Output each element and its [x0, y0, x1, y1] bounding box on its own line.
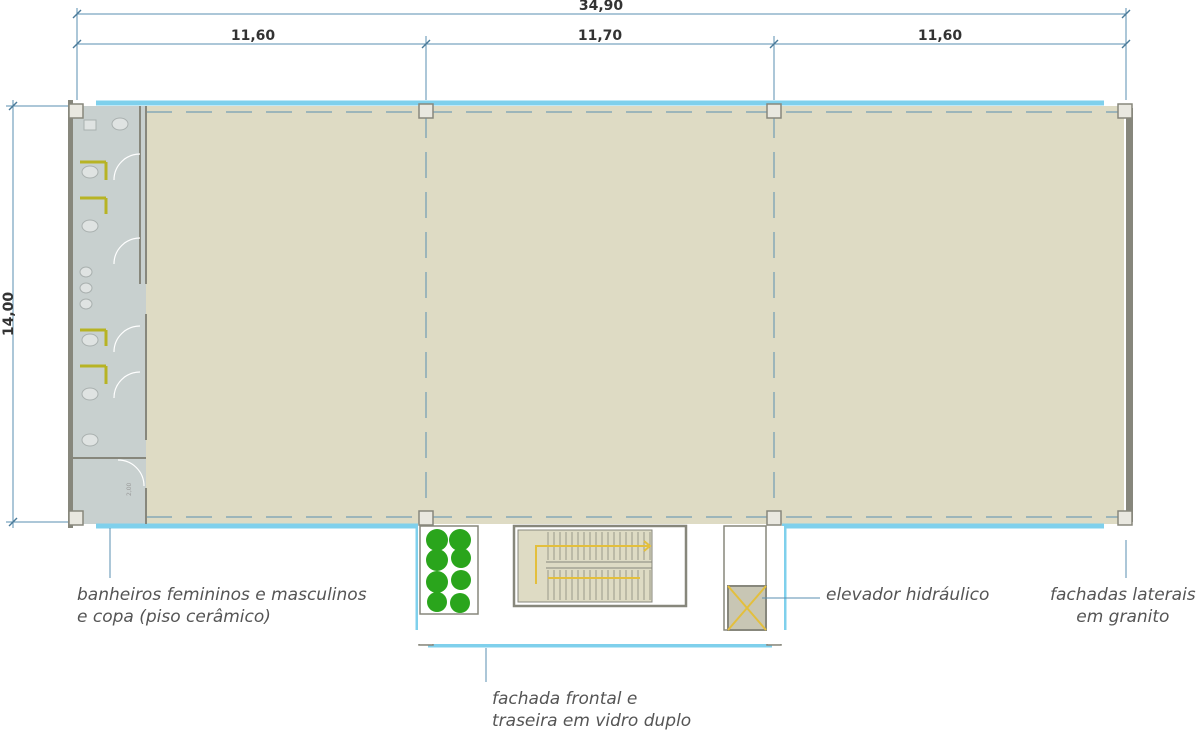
front-facade-label: fachada frontal e traseira em vidro dupl…	[492, 688, 691, 732]
dimension-lines	[6, 8, 1127, 528]
bay-3-width-label: 11,60	[918, 28, 963, 44]
bathroom-block	[72, 106, 147, 524]
side-facades-label: fachadas laterais em granito	[1050, 584, 1196, 628]
front-facade-label-line-2: traseira em vidro duplo	[492, 711, 692, 731]
granite-walls	[68, 100, 1133, 528]
bathrooms-label-line-2: e copa (piso cerâmico)	[77, 607, 271, 627]
office-floor	[146, 106, 1124, 524]
elevator-label-line-1: elevador hidráulico	[826, 585, 990, 605]
dimension-ticks	[8, 9, 1131, 527]
depth-label: 14,00	[1, 292, 17, 337]
side-facades-label-line-2: em granito	[1076, 607, 1170, 627]
elevator-cab	[727, 585, 767, 631]
total-width-label: 34,90	[579, 0, 624, 14]
vegetation	[426, 529, 471, 613]
toilet-partitions	[80, 160, 108, 384]
leader-lines	[109, 528, 1127, 682]
elevator-label: elevador hidráulico	[826, 584, 989, 606]
columns	[68, 103, 1133, 646]
sanitary-fixtures	[79, 117, 129, 447]
bathroom-door-swings	[113, 153, 145, 487]
structural-grid	[146, 111, 1124, 520]
bay-1-width-label: 11,60	[231, 28, 276, 44]
stair-direction-arrow	[535, 540, 652, 584]
front-facade-label-line-1: fachada frontal e	[492, 689, 638, 709]
bathrooms-label-line-1: banheiros femininos e masculinos	[77, 585, 367, 605]
bathrooms-label: banheiros femininos e masculinos e copa …	[77, 584, 367, 628]
bay-2-width-label: 11,70	[578, 28, 623, 44]
side-facades-label-line-1: fachadas laterais	[1050, 585, 1196, 605]
stair-core	[512, 524, 688, 608]
small-dimension-note: 2,00	[126, 482, 133, 496]
